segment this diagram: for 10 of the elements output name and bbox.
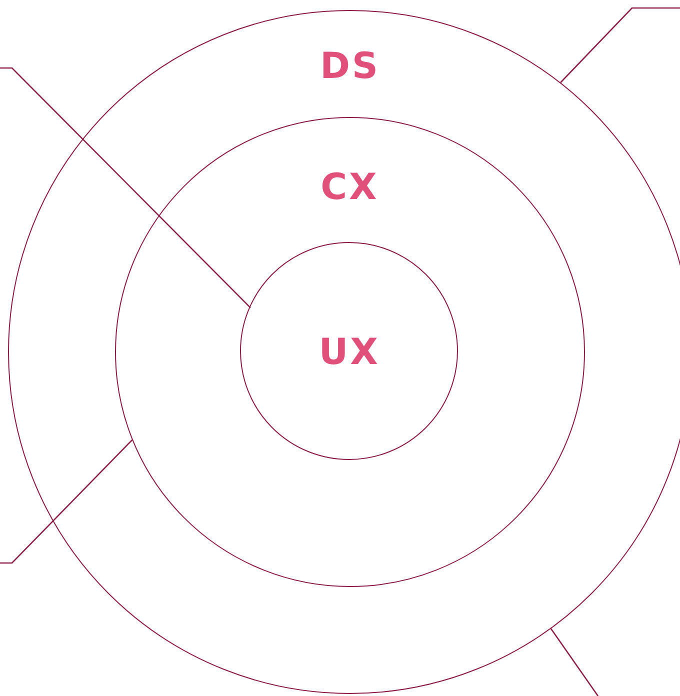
- circle-label: CX: [320, 170, 379, 206]
- leader-line: [0, 440, 133, 564]
- circle-label: UX: [318, 335, 380, 372]
- circle-ring: [240, 242, 458, 460]
- circle-label: DS: [320, 49, 380, 85]
- leader-line: [0, 67, 251, 308]
- leader-line: [550, 628, 599, 696]
- circle-ring: [114, 116, 585, 587]
- leader-line: [560, 7, 680, 83]
- circle-ring: [8, 10, 680, 694]
